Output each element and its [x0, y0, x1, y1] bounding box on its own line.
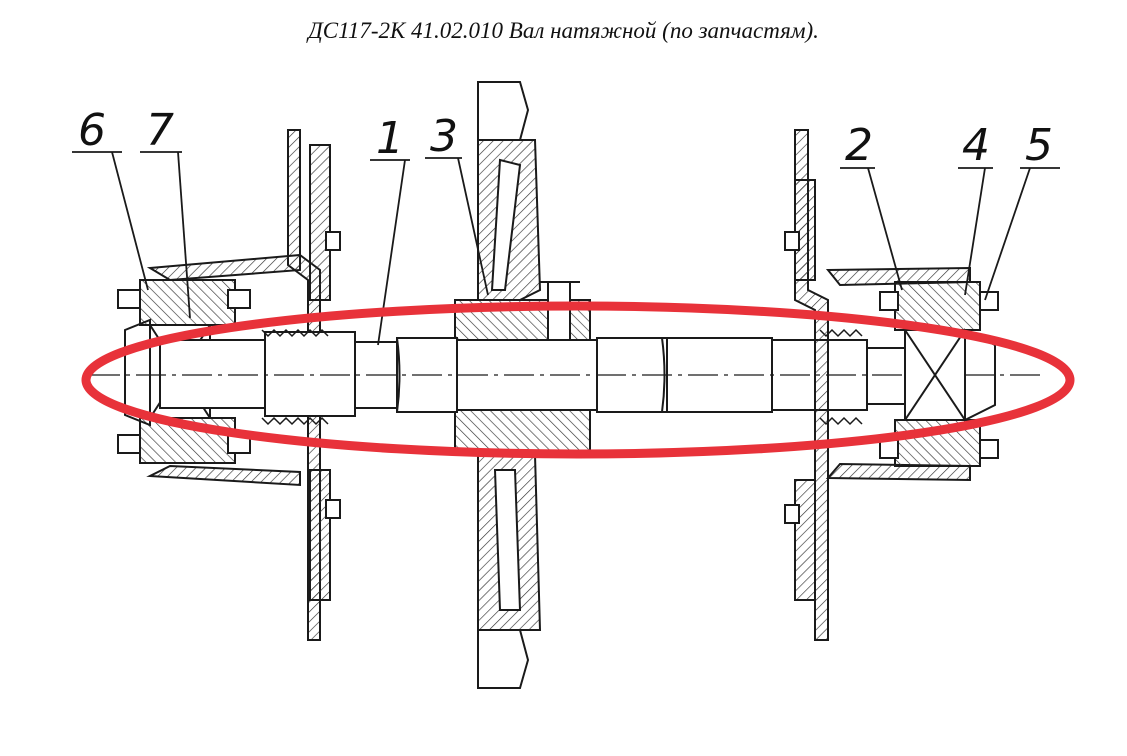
right-frame-plate [784, 129, 829, 641]
shaft [90, 331, 1040, 417]
callout-5: 5 [1025, 120, 1053, 171]
callout-3: 3 [430, 111, 458, 162]
sprocket-wheel [454, 81, 591, 689]
callout-6: 6 [78, 105, 106, 156]
callout-4: 4 [962, 120, 990, 171]
callout-7: 7 [146, 105, 174, 156]
left-spring [261, 328, 329, 426]
drawing-title: ДС117-2К 41.02.010 Вал натяжной (по запч… [308, 18, 819, 43]
callout-1: 1 [376, 113, 404, 164]
highlight-ellipse [81, 301, 1075, 459]
callout-2: 2 [845, 120, 873, 171]
